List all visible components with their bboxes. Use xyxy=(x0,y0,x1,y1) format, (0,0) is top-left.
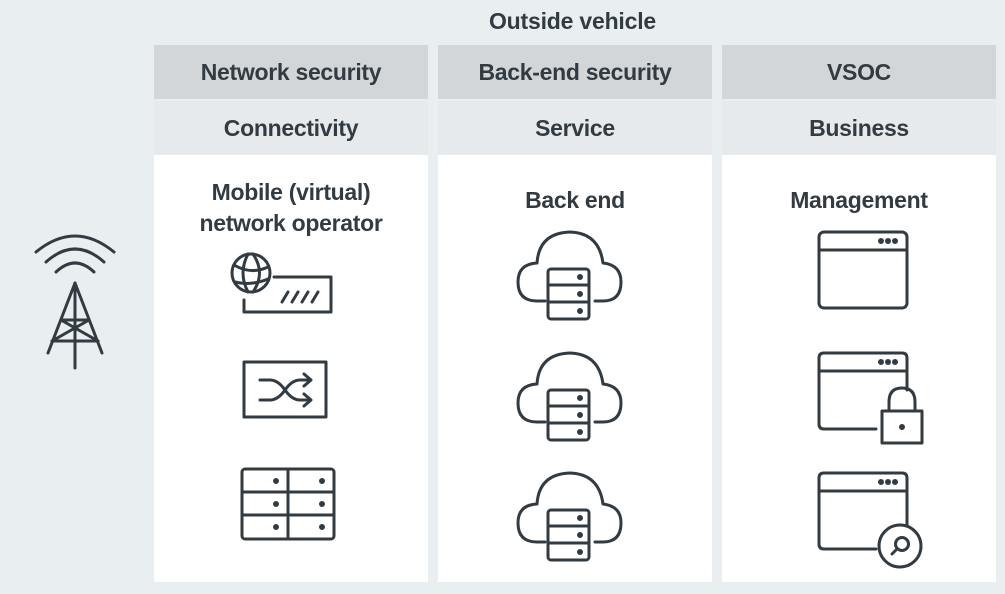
panel-business: Management xyxy=(722,155,996,582)
header-network-security: Network security xyxy=(154,45,428,99)
browser-lock-icon xyxy=(816,350,926,453)
header-back-end-security: Back-end security xyxy=(438,45,712,99)
header-business: Business xyxy=(722,101,996,155)
panel-service: Back end xyxy=(438,155,712,582)
header-connectivity: Connectivity xyxy=(154,101,428,155)
browser-window-icon xyxy=(816,229,910,316)
radio-tower-icon xyxy=(28,228,123,378)
cloud-server-icon xyxy=(515,470,625,570)
column-back-end-security: Back-end security Service Back end xyxy=(438,45,712,582)
subtitle-line-2: network operator xyxy=(199,210,383,236)
subtitle-line-1: Mobile (virtual) xyxy=(211,179,371,205)
column-vsoc: VSOC Business Management xyxy=(722,45,996,582)
subtitle-back-end: Back end xyxy=(525,187,625,213)
header-vsoc: VSOC xyxy=(722,45,996,99)
header-service: Service xyxy=(438,101,712,155)
diagram-title: Outside vehicle xyxy=(488,8,656,34)
browser-search-icon xyxy=(816,470,926,575)
subtitle-management: Management xyxy=(790,187,928,213)
server-rack-icon xyxy=(240,467,336,546)
shuffle-switch-icon xyxy=(242,360,328,425)
globe-terminal-icon xyxy=(226,250,336,320)
cloud-server-icon xyxy=(515,350,625,450)
cloud-server-icon xyxy=(515,229,625,329)
panel-connectivity: Mobile (virtual) network operator xyxy=(154,155,428,582)
subtitle-mvno: Mobile (virtual) network operator xyxy=(154,177,428,239)
column-network-security: Network security Connectivity Mobile (vi… xyxy=(154,45,428,582)
